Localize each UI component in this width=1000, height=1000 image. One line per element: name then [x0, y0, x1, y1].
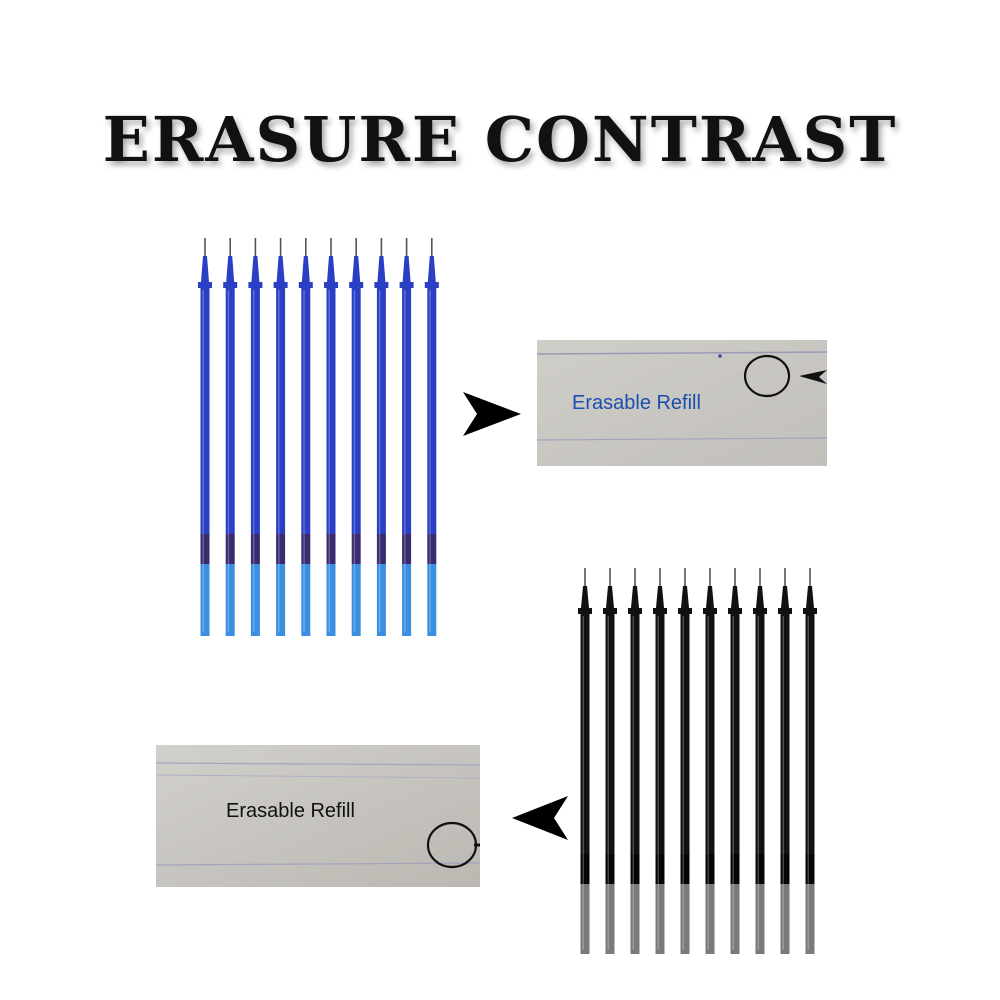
black-refills [578, 568, 817, 954]
black-refill [678, 568, 692, 954]
black-erase-photo: Erasable Refill [156, 745, 480, 887]
black-refill [728, 568, 742, 954]
blue-refill [349, 238, 364, 636]
arrow-left-icon [512, 796, 568, 840]
blue-refill [399, 238, 414, 636]
black-refill [803, 568, 817, 954]
blue-refill [424, 238, 439, 636]
black-refill [603, 568, 617, 954]
blue-refill [374, 238, 389, 636]
page-title: ERASURE CONTRAST [102, 103, 898, 176]
black-refill [703, 568, 717, 954]
arrow-right-icon [463, 392, 521, 436]
black-refill [753, 568, 767, 954]
blue-refill [198, 238, 212, 636]
blue-refill [324, 238, 338, 636]
black-refill [628, 568, 642, 954]
blue-refill [298, 238, 313, 636]
blue-refill [223, 238, 238, 636]
blue-refills [198, 238, 439, 636]
blue-refill [248, 238, 263, 636]
black-refill [778, 568, 792, 954]
black-refill [578, 568, 592, 954]
blue-erase-photo: Erasable Refill [537, 340, 827, 466]
blue-erase-label: Erasable Refill [572, 392, 701, 414]
black-erase-label: Erasable Refill [226, 800, 355, 822]
blue-refill [273, 238, 288, 636]
black-refill [653, 568, 667, 954]
